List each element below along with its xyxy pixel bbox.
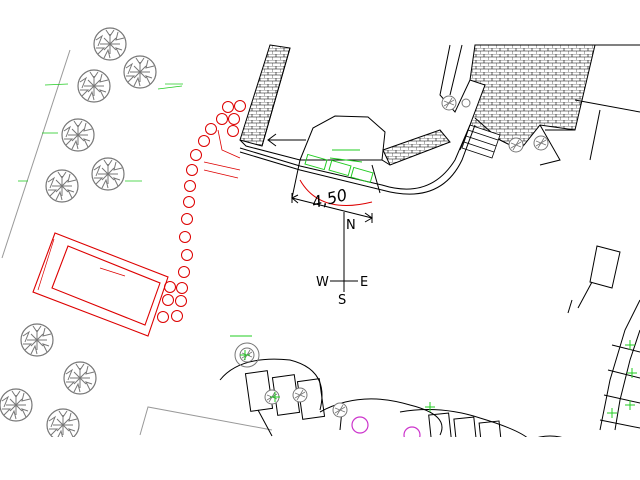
dimension-value: 4,50 [310,185,349,212]
shrubs-building [441,95,549,153]
direction-arrow [267,133,306,147]
buildings-right [599,299,640,431]
compass-north: N [346,218,356,233]
octagonal-bay [299,115,386,161]
red-dimension-arc [299,179,373,206]
red-play-area [32,232,169,337]
red-annotation [203,129,241,179]
shrubs-bottom [234,342,348,418]
green-planters [304,149,374,184]
red-hedge [157,100,246,323]
compass-rose [330,212,358,292]
green-markers [230,335,637,418]
compass-east: E [360,275,368,290]
property-line-left [1,49,71,259]
bottom-blank-strip [0,437,640,480]
green-annotations-left [18,83,183,182]
compass-west: W [316,275,329,290]
terrace-path [239,124,476,199]
tree-group-left [0,27,157,442]
dimension-line [291,193,373,223]
compass-south: S [338,293,346,308]
property-line-bottom [139,406,273,436]
sign-box [567,245,621,314]
